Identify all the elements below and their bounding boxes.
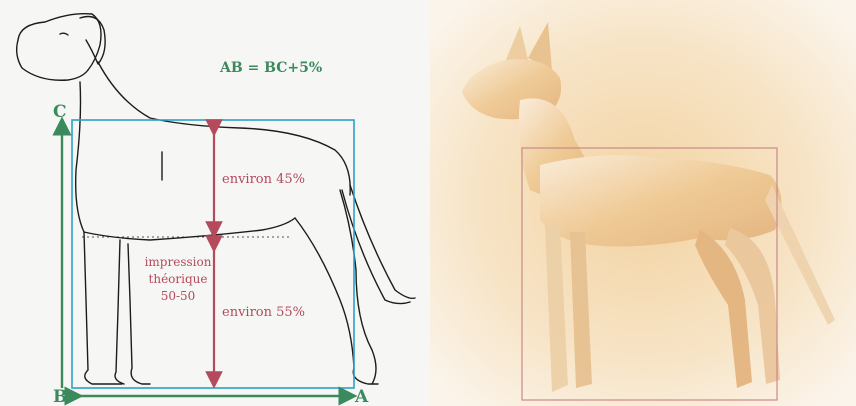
point-b-label: B [53, 387, 67, 406]
impression-line-2: théorique [149, 272, 208, 286]
point-c-label: C [53, 102, 67, 122]
impression-line-3: 50-50 [161, 289, 196, 303]
point-a-label: A [354, 387, 369, 406]
lower-share-label: environ 55% [222, 305, 305, 320]
upper-share-label: environ 45% [222, 172, 305, 187]
proportion-formula: AB = BC+5% [219, 60, 322, 76]
impression-line-1: impression [145, 255, 212, 269]
dog-silhouette-icon [17, 14, 415, 384]
dog-outline-drawing: AB = BC+5% C B A environ 45% environ 55%… [17, 14, 415, 406]
dog-photograph [430, 0, 856, 406]
